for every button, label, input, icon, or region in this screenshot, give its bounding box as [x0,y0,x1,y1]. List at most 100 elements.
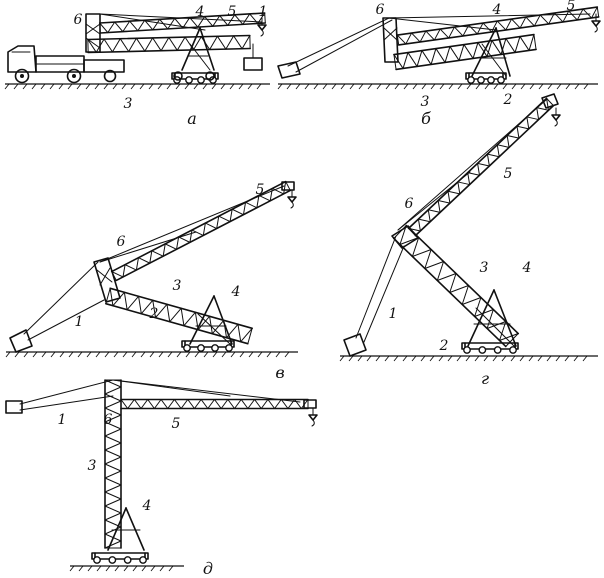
wheel [123,556,132,564]
hook [308,407,318,427]
part-label: 4 [492,2,502,18]
part-label: 3 [88,458,97,474]
tie-rod [99,185,285,263]
counter-tie [23,261,99,335]
truck-wheel [14,68,30,84]
tower-head [93,257,121,303]
truck-cab [7,45,37,73]
panel-caption: в [275,363,284,382]
wheel [225,344,233,352]
tower-head [382,17,399,63]
tower-section [87,34,251,54]
part-label: 5 [504,166,513,182]
wheel [477,76,485,84]
wheel-hub [72,74,76,78]
tie-rod [397,99,547,231]
part-label: 1 [58,412,67,428]
hook [287,189,297,209]
counter-tie [19,395,114,411]
wheel [185,76,193,84]
wheel [197,76,205,84]
panel-caption: г [481,369,489,388]
tower-section [393,33,537,71]
panel-d: 1 6 5 3 4 д [5,379,318,578]
tie-rod [388,13,591,19]
truck [7,45,125,84]
tower-section [392,224,520,348]
ground-line [5,351,298,358]
base-frame [181,340,235,348]
wheel [211,344,219,352]
hook-tip [554,119,558,127]
ground-line [4,83,270,90]
boom [110,180,292,282]
part-label: 1 [75,314,84,330]
counterweight-box [277,61,301,79]
undercarriage [181,340,235,352]
tie-rod [388,17,497,31]
wheel [183,344,191,352]
wheel [93,556,101,564]
hook-block [308,414,318,421]
part-label: 3 [421,94,430,110]
hook-tip [290,201,294,209]
hook-block [257,24,267,31]
undercarriage [171,72,219,84]
wheel [509,346,517,354]
wheel-hub [20,74,24,78]
part-label: 4 [231,284,241,300]
part-label: 6 [117,234,126,250]
panel-caption: б [421,109,431,128]
tie-rod [99,231,197,263]
part-label: 6 [104,412,113,428]
boom-tip-block [281,181,295,191]
a-frame [467,289,517,347]
base-frame [91,552,149,560]
boom [120,398,309,410]
part-label: 6 [405,196,414,212]
wheel [487,76,495,84]
hook-block [287,196,297,203]
part-label: 5 [567,0,576,14]
hook [591,13,601,33]
counter-tie [295,19,393,73]
counterweight-box [5,400,23,414]
hook [551,107,561,127]
ground-line [69,565,184,572]
part-label: 1 [259,4,268,20]
hook-block [551,114,561,121]
hook [257,17,267,37]
tower-section [104,379,122,549]
wheel [493,346,502,354]
undercarriage [461,342,519,354]
hook-tip [311,419,315,427]
base-frame [171,72,219,80]
base-frame [465,72,507,80]
counter-tie [355,235,397,339]
part-label: 1 [389,306,398,322]
tower-head [85,13,101,53]
part-label: 4 [142,498,152,514]
bogie-wheel [173,71,183,81]
part-label: 5 [172,416,181,432]
a-frame [189,295,233,345]
panel-caption: д [203,559,213,578]
hook-block [591,20,601,27]
counterweight-box [243,57,263,71]
boom [98,12,267,34]
a-frame [107,507,145,551]
part-label: 3 [173,278,182,294]
a-frame [181,27,215,71]
counter-tie [19,379,114,405]
part-label: 5 [228,4,237,20]
tie-rod [112,379,231,397]
boom [396,6,600,46]
tie-rod [397,171,471,231]
wheel [197,344,205,352]
tower-section [105,287,253,345]
wheel [139,556,147,564]
